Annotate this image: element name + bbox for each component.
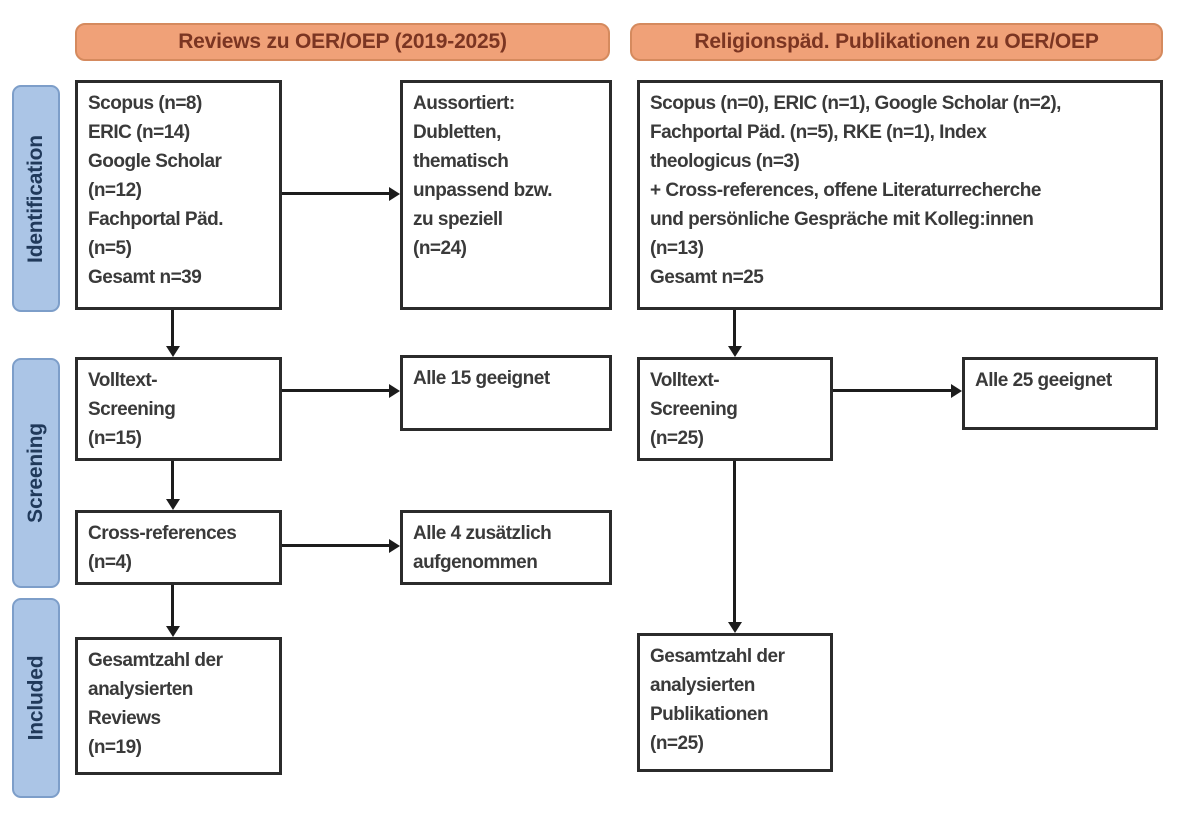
- box-right-sources: Scopus (n=0), ERIC (n=1), Google Scholar…: [637, 80, 1163, 310]
- stage-label-included-text: Included: [24, 655, 47, 741]
- box-left-excluded: Aussortiert: Dubletten, thematisch unpas…: [400, 80, 612, 310]
- box-left-fulltext-screening: Volltext- Screening (n=15): [75, 357, 282, 461]
- box-left-sources: Scopus (n=8) ERIC (n=14) Google Scholar …: [75, 80, 282, 310]
- box-left-eligible: Alle 15 geeignet: [400, 355, 612, 431]
- stage-label-included: Included: [12, 598, 60, 798]
- arrow-down-left-crossref-to-included: [165, 585, 180, 637]
- arrow-down-right-fulltext-to-included: [727, 461, 742, 633]
- arrow-right-fulltext-to-eligible-right: [833, 383, 962, 398]
- arrow-down-left-fulltext-to-crossref: [165, 461, 180, 510]
- arrow-right-fulltext-to-eligible-left: [282, 383, 400, 398]
- stage-label-identification-text: Identification: [24, 134, 47, 263]
- box-left-crossreferences: Cross-references (n=4): [75, 510, 282, 585]
- box-right-included-total: Gesamtzahl der analysierten Publikatione…: [637, 633, 833, 772]
- box-right-fulltext-screening: Volltext- Screening (n=25): [637, 357, 833, 461]
- box-right-eligible: Alle 25 geeignet: [962, 357, 1158, 430]
- arrow-down-left-sources-to-fulltext: [165, 310, 180, 357]
- column-header-religionspaed: Religionspäd. Publikationen zu OER/OEP: [630, 23, 1163, 61]
- stage-label-identification: Identification: [12, 85, 60, 312]
- column-header-reviews: Reviews zu OER/OEP (2019-2025): [75, 23, 610, 61]
- arrow-right-sources-to-excluded: [282, 186, 400, 201]
- box-left-included-total: Gesamtzahl der analysierten Reviews (n=1…: [75, 637, 282, 775]
- stage-label-screening: Screening: [12, 358, 60, 588]
- arrow-down-right-sources-to-fulltext: [727, 310, 742, 357]
- stage-label-screening-text: Screening: [24, 423, 48, 523]
- box-left-added: Alle 4 zusätzlich aufgenommen: [400, 510, 612, 585]
- arrow-right-crossref-to-added: [282, 538, 400, 553]
